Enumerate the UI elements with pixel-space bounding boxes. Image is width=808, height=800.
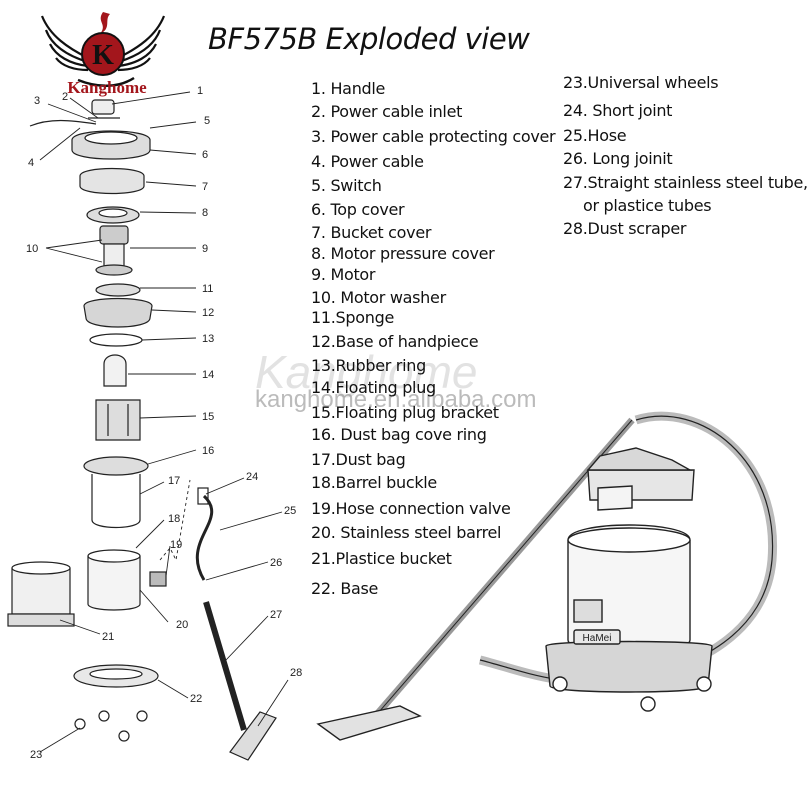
callout-4: 4: [28, 157, 34, 169]
part-top-cover: [71, 130, 151, 160]
brand-name: Kanghome: [67, 78, 147, 97]
leader-lines: [39, 91, 289, 753]
part-list-item: 21.Plastice bucket: [311, 549, 452, 568]
part-stainless-barrel: [87, 549, 141, 611]
callout-19: 19: [170, 539, 182, 551]
watermark-url: kanghome.en.alibaba.com: [255, 386, 537, 413]
part-list-item: 17.Dust bag: [311, 450, 406, 469]
callout-15: 15: [202, 411, 214, 423]
flame-icon: [100, 12, 110, 34]
part-base: [73, 664, 159, 688]
part-list-item: 27.Straight stainless steel tube,: [563, 173, 808, 192]
part-motor: [95, 225, 133, 276]
part-list-item: 24. Short joint: [563, 101, 673, 120]
part-list-item: 4. Power cable: [311, 152, 424, 171]
callout-27: 27: [270, 609, 282, 621]
callout-5: 5: [204, 115, 210, 127]
callout-24: 24: [246, 471, 258, 483]
callout-3: 3: [34, 95, 40, 107]
callout-9: 9: [202, 243, 208, 255]
callout-6: 6: [202, 149, 208, 161]
callout-13: 13: [202, 333, 214, 345]
part-motor-pressure-cover: [86, 206, 140, 224]
part-list-item: 5. Switch: [311, 176, 382, 195]
part-floating-plug-bracket: [95, 399, 141, 441]
callout-8: 8: [202, 207, 208, 219]
part-dust-bag: [91, 474, 141, 529]
callout-25: 25: [284, 505, 296, 517]
part-list-item: or plastice tubes: [583, 196, 712, 215]
page-title: BF575B Exploded view: [208, 22, 530, 56]
callout-14: 14: [202, 369, 214, 381]
part-list-item: 28.Dust scraper: [563, 219, 687, 238]
part-list-item: 15.Floating plug bracket: [311, 403, 499, 422]
part-plastic-bucket: [7, 561, 75, 627]
callout-2: 2: [62, 91, 68, 103]
part-list-item: 16. Dust bag cove ring: [311, 425, 487, 444]
callout-20: 20: [176, 619, 188, 631]
part-list-item: 25.Hose: [563, 126, 627, 145]
part-dust-bag-ring: [83, 456, 149, 476]
callout-7: 7: [202, 181, 208, 193]
part-list-item: 23.Universal wheels: [563, 73, 719, 92]
callout-18: 18: [168, 513, 180, 525]
kanghome-logo: K: [40, 12, 166, 87]
part-sponge: [95, 283, 141, 297]
part-list-item: 7. Bucket cover: [311, 223, 432, 242]
callout-21: 21: [102, 631, 114, 643]
vacuum-floor-head: [316, 705, 422, 741]
part-steel-tube: [203, 601, 247, 731]
callout-26: 26: [270, 557, 282, 569]
callout-28: 28: [290, 667, 302, 679]
part-handle: [88, 99, 120, 119]
callout-12: 12: [202, 307, 214, 319]
part-list-item: 9. Motor: [311, 265, 376, 284]
callout-22: 22: [190, 693, 202, 705]
part-list-item: 1. Handle: [311, 79, 386, 98]
assembled-vacuum-illustration: HaMei: [316, 411, 778, 741]
part-list-item: 14.Floating plug: [311, 378, 436, 397]
part-hose: [195, 494, 214, 581]
part-list-item: 10. Motor washer: [311, 288, 446, 307]
callout-11: 11: [202, 283, 213, 295]
part-power-cable: [29, 119, 97, 127]
callout-16: 16: [202, 445, 214, 457]
part-list-item: 13.Rubber ring: [311, 356, 426, 375]
part-list-item: 18.Barrel buckle: [311, 473, 437, 492]
part-list-item: 2. Power cable inlet: [311, 102, 463, 121]
part-universal-wheels: [74, 710, 148, 742]
part-list-item: 6. Top cover: [311, 200, 405, 219]
part-dust-scraper: [229, 711, 277, 761]
callout-23: 23: [30, 749, 42, 761]
callout-17: 17: [168, 475, 180, 487]
part-short-joint: [197, 487, 209, 505]
part-list-item: 19.Hose connection valve: [311, 499, 511, 518]
part-hose-valve: [149, 571, 167, 587]
part-rubber-ring: [89, 333, 143, 347]
logo-circle: [81, 32, 125, 76]
part-list-item: 8. Motor pressure cover: [311, 244, 495, 263]
logo-letter: K: [92, 40, 114, 71]
part-list-item: 11.Sponge: [311, 308, 394, 327]
part-bucket-cover: [79, 167, 145, 195]
part-list-item: 20. Stainless steel barrel: [311, 523, 502, 542]
watermark-text: Kanghome: [255, 346, 478, 398]
part-base-of-handpiece: [83, 297, 153, 328]
part-floating-plug: [103, 354, 127, 387]
callout-10: 10: [26, 243, 38, 255]
callout-numbers: 1234567891011121314151617181920212223242…: [26, 85, 302, 761]
part-list-item: 22. Base: [311, 579, 379, 598]
logo-swoosh: [77, 76, 135, 87]
vacuum-body: HaMei: [545, 447, 713, 712]
part-list-item: 3. Power cable protecting cover: [311, 127, 556, 146]
part-list-item: 12.Base of handpiece: [311, 332, 479, 351]
product-label: HaMei: [583, 633, 612, 644]
part-list-item: 26. Long joinit: [563, 149, 673, 168]
callout-1: 1: [197, 85, 203, 97]
